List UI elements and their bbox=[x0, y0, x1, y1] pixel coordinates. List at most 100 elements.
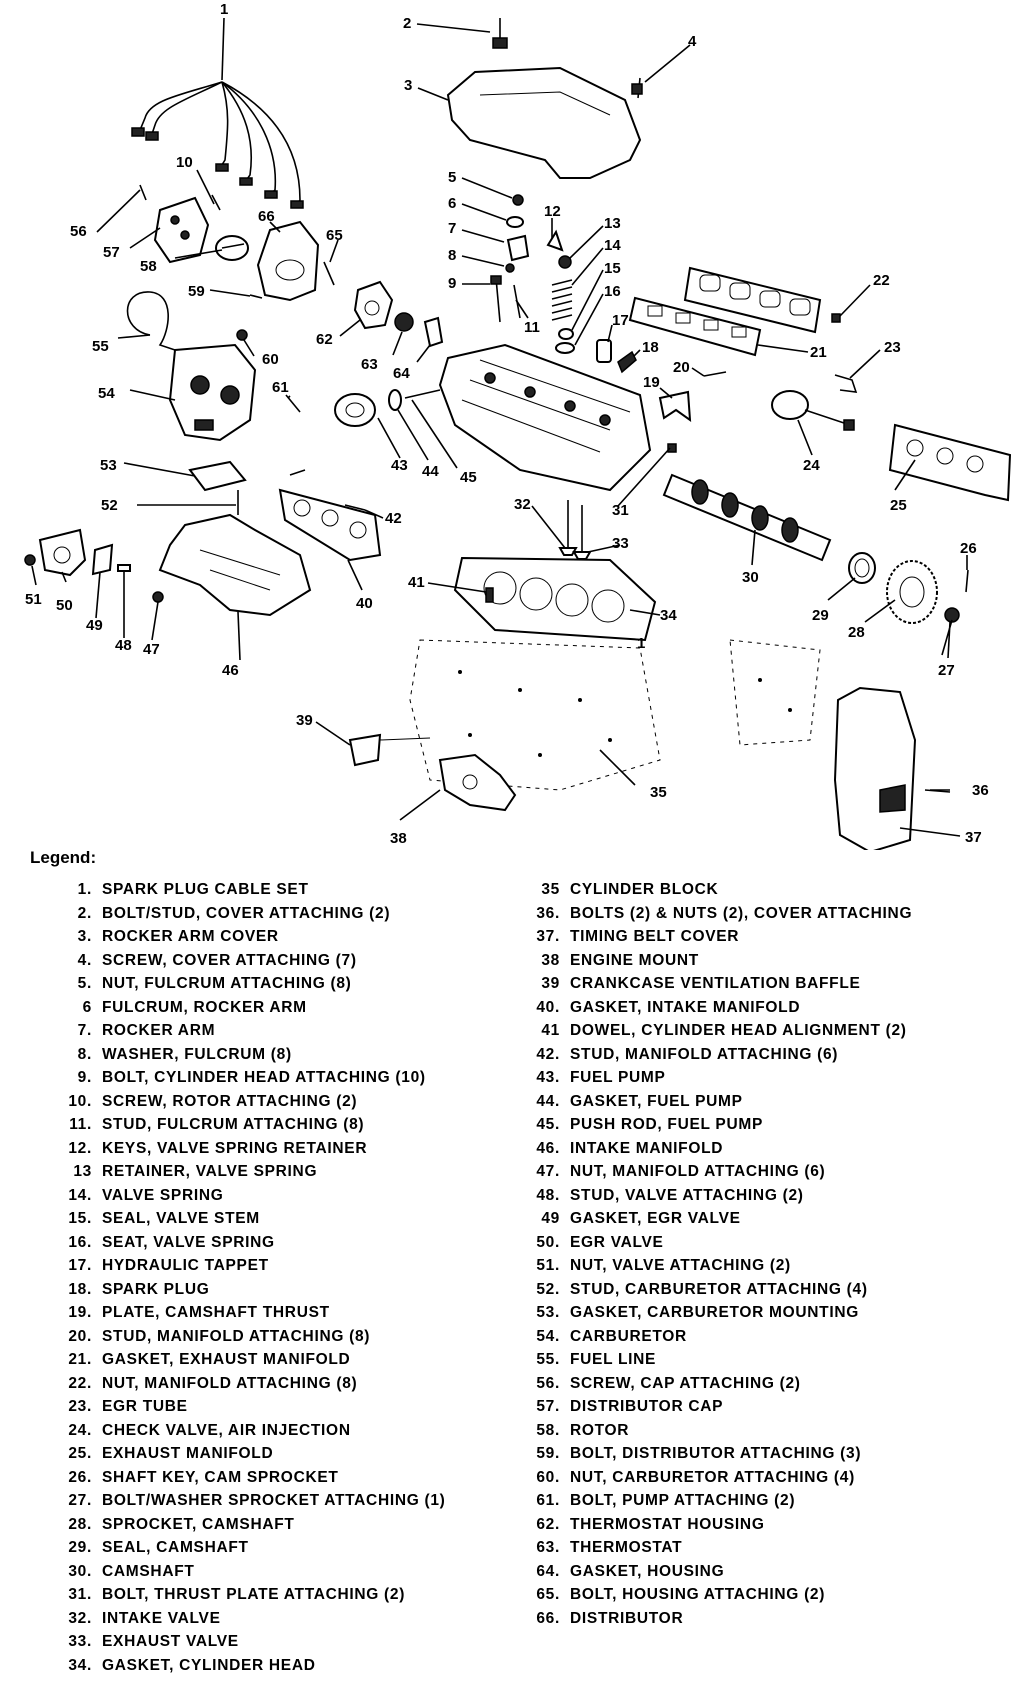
callout-41: 41 bbox=[408, 574, 425, 591]
legend-item: 51. NUT, VALVE ATTACHING (2) bbox=[520, 1254, 912, 1278]
callout-14: 14 bbox=[604, 237, 621, 254]
legend-item-number: 54. bbox=[536, 1327, 560, 1345]
legend-item-number: 51. bbox=[536, 1257, 560, 1274]
legend-item-number: 41 bbox=[541, 1022, 560, 1039]
callout-40: 40 bbox=[356, 595, 373, 612]
nut-manifold bbox=[831, 313, 841, 323]
legend-item-number: 15. bbox=[68, 1210, 92, 1227]
callout-26: 26 bbox=[960, 540, 977, 557]
engine-exploded-diagram: 1 2 3 4 5 6 7 8 9 10 11 12 13 14 15 16 1… bbox=[24, 1, 1012, 850]
legend-item: 20.STUD, MANIFOLD ATTACHING (8) bbox=[52, 1325, 446, 1349]
legend-item-number: 17. bbox=[68, 1257, 92, 1274]
legend-item: 14.VALVE SPRING bbox=[52, 1184, 446, 1208]
legend-item-text: NUT, VALVE ATTACHING (2) bbox=[570, 1257, 791, 1274]
legend-item-text: ROTOR bbox=[570, 1421, 630, 1439]
legend-item-number: 52. bbox=[536, 1280, 560, 1298]
legend-item-text: RETAINER, VALVE SPRING bbox=[102, 1163, 318, 1180]
callout-10: 10 bbox=[176, 154, 193, 171]
legend-item: 33.EXHAUST VALVE bbox=[52, 1630, 446, 1654]
legend-item-number: 59. bbox=[536, 1445, 560, 1462]
intake-manifold-gasket bbox=[278, 488, 382, 562]
callout-27: 27 bbox=[938, 662, 955, 679]
callout-57: 57 bbox=[103, 244, 120, 261]
callout-39: 39 bbox=[296, 712, 313, 729]
legend-item: 37.TIMING BELT COVER bbox=[520, 925, 912, 949]
legend-item-number: 7. bbox=[77, 1022, 92, 1039]
callout-19: 19 bbox=[643, 374, 660, 391]
retainer bbox=[558, 255, 572, 269]
legend-item-text: STUD, CARBURETOR ATTACHING (4) bbox=[570, 1280, 868, 1298]
spark-plug-cable-set bbox=[131, 81, 304, 209]
legend-item: 34.GASKET, CYLINDER HEAD bbox=[52, 1654, 446, 1678]
legend-item-text: STUD, MANIFOLD ATTACHING (6) bbox=[570, 1045, 839, 1063]
callout-47: 47 bbox=[143, 641, 160, 658]
legend-item: 63.THERMOSTAT bbox=[520, 1536, 912, 1560]
legend-item: 29.SEAL, CAMSHAFT bbox=[52, 1536, 446, 1560]
housing-gasket bbox=[423, 316, 444, 348]
legend-item-text: INTAKE VALVE bbox=[102, 1609, 221, 1627]
legend-item: 66.DISTRIBUTOR bbox=[520, 1607, 912, 1631]
legend-item-number: 65. bbox=[536, 1586, 560, 1603]
legend-item-number: 14. bbox=[68, 1186, 92, 1204]
legend-item: 48.STUD, VALVE ATTACHING (2) bbox=[520, 1184, 912, 1208]
callout-49: 49 bbox=[86, 617, 103, 634]
callout-9: 9 bbox=[448, 275, 456, 292]
intake-manifold bbox=[158, 513, 312, 617]
cover-bolts bbox=[924, 789, 951, 793]
valve-keys bbox=[546, 229, 564, 252]
legend-item-text: EGR VALVE bbox=[570, 1233, 664, 1251]
legend-item-text: EXHAUST MANIFOLD bbox=[102, 1445, 274, 1462]
legend-item: 44.GASKET, FUEL PUMP bbox=[520, 1090, 912, 1114]
legend-item-text: HYDRAULIC TAPPET bbox=[102, 1257, 269, 1274]
stud-manifold-attaching bbox=[344, 504, 366, 511]
legend-item-number: 50. bbox=[536, 1233, 560, 1251]
screw-rotor bbox=[211, 194, 221, 211]
carburetor bbox=[168, 343, 257, 442]
callout-12: 12 bbox=[544, 203, 561, 220]
legend-item-number: 45. bbox=[536, 1116, 560, 1133]
legend-item-text: BOLT, THRUST PLATE ATTACHING (2) bbox=[102, 1586, 406, 1603]
callout-5: 5 bbox=[448, 169, 456, 186]
legend-item-text: KEYS, VALVE SPRING RETAINER bbox=[102, 1139, 368, 1157]
callout-3: 3 bbox=[404, 77, 412, 94]
egr-valve bbox=[38, 528, 87, 577]
callout-38: 38 bbox=[390, 830, 407, 847]
legend-item-number: 28. bbox=[68, 1515, 92, 1533]
legend-item-text: WASHER, FULCRUM (8) bbox=[102, 1045, 292, 1063]
legend-item-text: STUD, FULCRUM ATTACHING (8) bbox=[102, 1116, 365, 1133]
callout-65: 65 bbox=[326, 227, 343, 244]
callout-1: 1 bbox=[220, 1, 228, 18]
legend-item-number: 35 bbox=[541, 881, 560, 898]
legend-item: 45.PUSH ROD, FUEL PUMP bbox=[520, 1113, 912, 1137]
legend-item: 22.NUT, MANIFOLD ATTACHING (8) bbox=[52, 1372, 446, 1396]
legend-item-text: ROCKER ARM bbox=[102, 1022, 216, 1039]
legend-item-text: SEAL, VALVE STEM bbox=[102, 1210, 260, 1227]
legend-item: 10.SCREW, ROTOR ATTACHING (2) bbox=[52, 1090, 446, 1114]
callout-48: 48 bbox=[115, 637, 132, 654]
legend-item-number: 23. bbox=[68, 1398, 92, 1415]
legend-item: 53.GASKET, CARBURETOR MOUNTING bbox=[520, 1301, 912, 1325]
callout-2: 2 bbox=[403, 15, 411, 32]
legend-item-number: 56. bbox=[536, 1374, 560, 1392]
callout-28: 28 bbox=[848, 624, 865, 641]
legend-item: 26.SHAFT KEY, CAM SPROCKET bbox=[52, 1466, 446, 1490]
legend-item: 4.SCREW, COVER ATTACHING (7) bbox=[52, 949, 446, 973]
callout-61: 61 bbox=[272, 379, 289, 396]
callout-53: 53 bbox=[100, 457, 117, 474]
valve-stem-seal bbox=[558, 328, 574, 340]
fuel-pump-gasket bbox=[388, 389, 402, 411]
legend-item-number: 63. bbox=[536, 1539, 560, 1556]
callout-34: 34 bbox=[660, 607, 677, 624]
legend-item-text: BOLT, PUMP ATTACHING (2) bbox=[570, 1492, 796, 1509]
legend-item-number: 66. bbox=[536, 1609, 560, 1627]
callout-37: 37 bbox=[965, 829, 982, 846]
legend-item-text: CARBURETOR bbox=[570, 1327, 687, 1345]
legend-item-number: 10. bbox=[68, 1092, 92, 1110]
legend-item: 62.THERMOSTAT HOUSING bbox=[520, 1513, 912, 1537]
legend-item-text: SEAT, VALVE SPRING bbox=[102, 1233, 275, 1251]
legend-item-number: 22. bbox=[68, 1374, 92, 1392]
